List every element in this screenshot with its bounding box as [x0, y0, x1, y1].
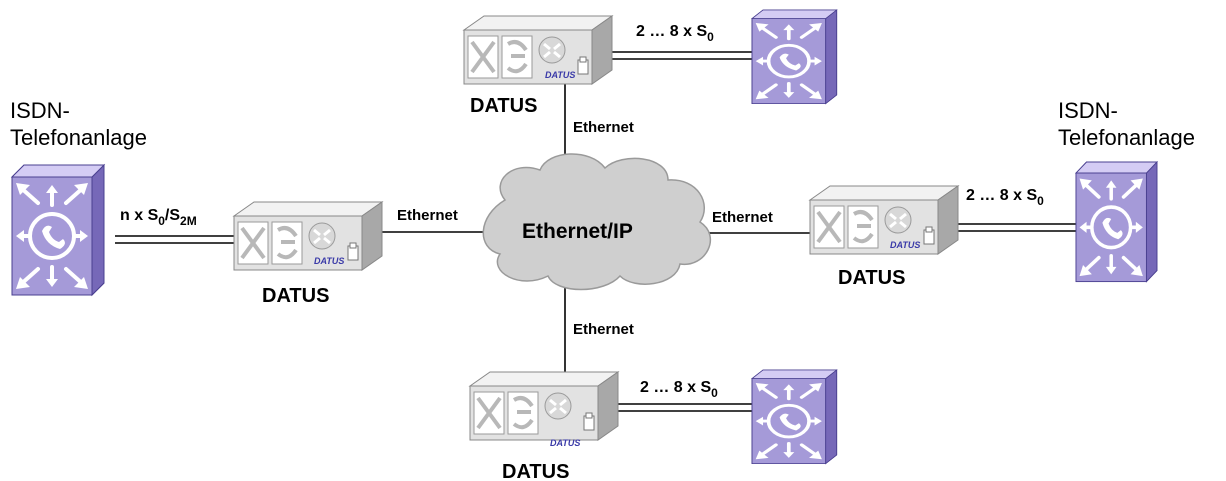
datus-right-icon	[808, 184, 960, 256]
pbx-left-label-line1: ISDN-	[10, 98, 70, 123]
datus-top: DATUS DATUS	[462, 14, 614, 117]
datus-left-badge: DATUS	[314, 256, 344, 266]
bottom-rate-label: 2 … 8 x S0	[640, 379, 718, 400]
datus-bottom-icon	[468, 370, 620, 442]
pbx-right: ISDN- Telefonanlage	[1058, 98, 1195, 284]
pbx-top	[750, 8, 839, 106]
datus-right: DATUS DATUS	[808, 184, 960, 289]
pbx-top-icon	[750, 8, 839, 106]
eth-top-label: Ethernet	[573, 119, 634, 136]
datus-bottom-badge: DATUS	[550, 438, 580, 448]
eth-bottom-label: Ethernet	[573, 321, 634, 338]
datus-right-badge: DATUS	[890, 240, 920, 250]
pbx-bottom	[750, 368, 839, 466]
datus-bottom: DATUS DATUS	[468, 370, 620, 481]
datus-bottom-label: DATUS	[502, 461, 569, 481]
pbx-bottom-icon	[750, 368, 839, 466]
datus-left: DATUS DATUS	[232, 200, 384, 307]
datus-top-icon	[462, 14, 614, 86]
datus-left-icon	[232, 200, 384, 272]
cloud-label: Ethernet/IP	[522, 220, 633, 243]
pbx-left-label-line2: Telefonanlage	[10, 125, 147, 150]
datus-top-badge: DATUS	[545, 70, 575, 80]
pbx-left: ISDN- Telefonanlage	[10, 98, 147, 297]
left-rate-label: n x S0/S2M	[120, 207, 197, 228]
ethernet-ip-cloud: Ethernet/IP	[482, 153, 712, 291]
pbx-left-icon	[10, 163, 106, 297]
datus-top-label: DATUS	[470, 95, 537, 117]
right-rate-label: 2 … 8 x S0	[966, 187, 1044, 208]
eth-right-label: Ethernet	[712, 209, 773, 226]
top-rate-label: 2 … 8 x S0	[636, 23, 714, 44]
datus-left-label: DATUS	[262, 285, 329, 307]
eth-left-label: Ethernet	[397, 207, 458, 224]
pbx-right-icon	[1074, 160, 1159, 284]
datus-right-label: DATUS	[838, 267, 905, 289]
pbx-right-label-line2: Telefonanlage	[1058, 125, 1195, 150]
pbx-right-label-line1: ISDN-	[1058, 98, 1118, 123]
